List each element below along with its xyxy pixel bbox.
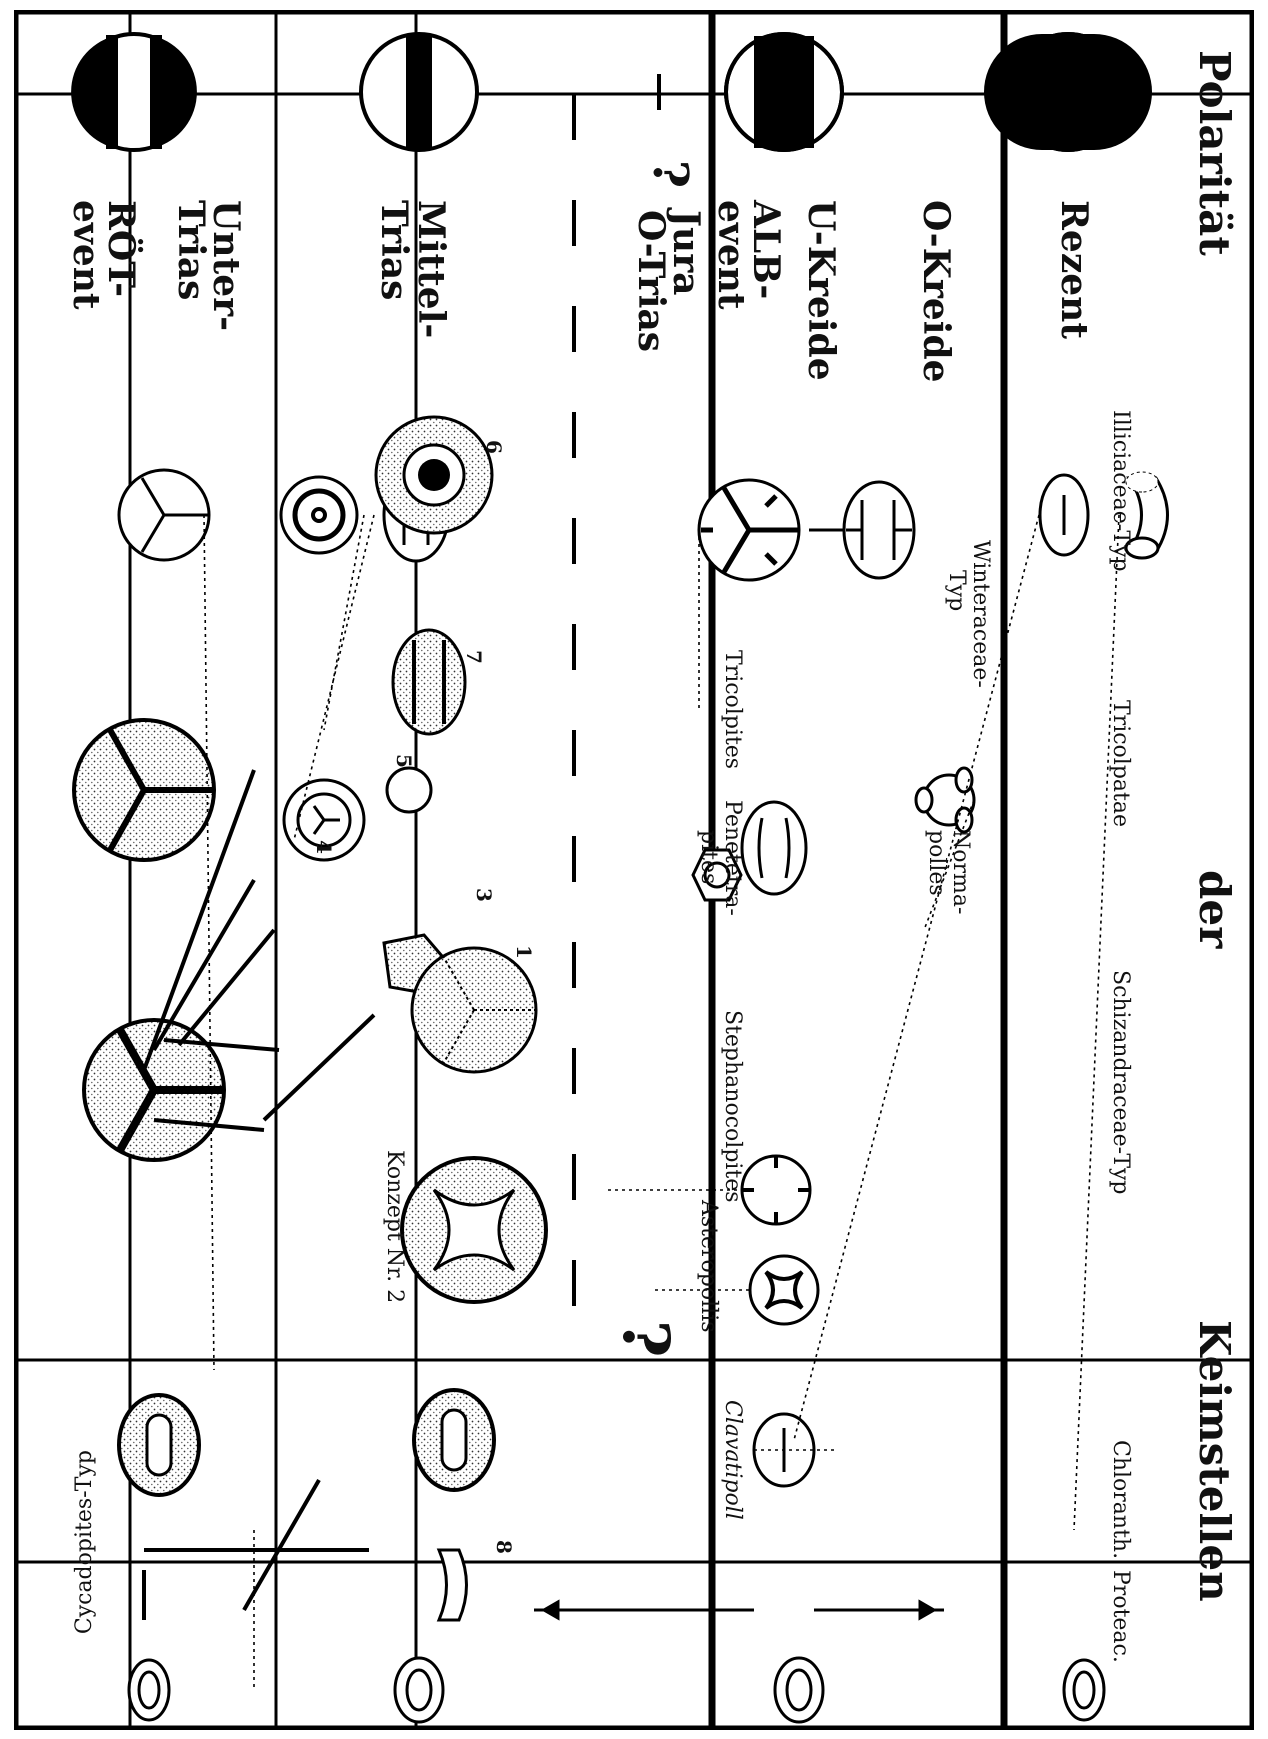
- pollen-mittel-1: [412, 948, 536, 1072]
- period-jura: Jura: [668, 210, 704, 296]
- polarity-circle-ukreide: [659, 34, 842, 150]
- period-unter-2: Trias: [173, 200, 209, 300]
- label-cycadopites: Cycadopites-Typ: [73, 1450, 96, 1634]
- pollen-normapolles: [916, 768, 974, 832]
- label-schizandraceae: Schizandraceae-Typ: [1109, 970, 1132, 1195]
- label-konzept-2: Konzept Nr. 2: [383, 1150, 406, 1303]
- pollen-cycadopites-row: [129, 1658, 1104, 1722]
- label-clavatipoll: Clavatipoll: [721, 1400, 744, 1520]
- period-rezent: Rezent: [1056, 200, 1092, 339]
- pollen-unter-1: [74, 720, 214, 860]
- label-penetetrapites-1: Penetetra-: [721, 800, 744, 916]
- pollen-chloranth: [1040, 475, 1088, 555]
- title-keimstellen: Keimstellen: [1192, 1320, 1236, 1602]
- number-7: 7: [463, 650, 484, 664]
- pollen-mittel-8: [439, 1550, 467, 1620]
- title-der: der: [1192, 870, 1236, 948]
- number-6: 6: [483, 440, 504, 454]
- polarity-circle-mitteltrias: [361, 34, 477, 150]
- pollen-mittel-7: [393, 630, 465, 734]
- label-stephanocolpites: Stephanocolpites: [721, 1010, 744, 1203]
- number-8: 8: [493, 1540, 514, 1554]
- period-okreide: O-Kreide: [918, 200, 954, 383]
- pollen-mittel-clavati: [414, 1390, 494, 1490]
- period-otrias: O-Trias: [633, 210, 669, 352]
- pollen-schizandraceae-2: [844, 482, 914, 578]
- period-question: ?: [646, 160, 694, 188]
- pollen-mittel-6: [376, 417, 492, 533]
- pollen-asteropollis: [750, 1256, 818, 1324]
- pollen-illiciaceae: [119, 470, 209, 560]
- label-proteac: Proteac.: [1109, 1570, 1132, 1663]
- label-normapolles-2: polles: [925, 830, 948, 896]
- number-5: 5: [393, 754, 414, 768]
- pollen-tricolpites: [742, 802, 806, 894]
- cycadopites-arrows: [534, 1602, 944, 1618]
- dotted-links: [204, 515, 1119, 1690]
- label-tricolpites: Tricolpites: [721, 650, 744, 769]
- period-ukreide: U-Kreide: [803, 200, 839, 381]
- pollen-stephanocolpites: [742, 1156, 810, 1224]
- period-mittel-2: Trias: [376, 200, 412, 300]
- label-winteraceae-2: Typ: [945, 570, 968, 611]
- polarity-circle-untertrias: [71, 34, 197, 150]
- title-polaritaet: Polarität: [1192, 50, 1236, 256]
- rotated-content: Polarität der Keimstellen Rezent O-Kreid…: [14, 10, 1254, 1730]
- number-4: 4: [313, 840, 334, 854]
- pollen-schizandraceae: [699, 480, 799, 580]
- period-alb-1: ALB-: [748, 200, 784, 299]
- period-unter-1: Unter-: [208, 200, 244, 331]
- period-alb-2: event: [713, 200, 749, 310]
- label-normapolles-1: Norma-: [949, 830, 972, 914]
- big-question-mark: ?: [612, 1320, 679, 1358]
- label-asteropollis: Asteropollis: [697, 1200, 720, 1333]
- label-winteraceae-1: Winteraceae-: [969, 540, 992, 688]
- label-chloranth: Chloranth.: [1109, 1440, 1132, 1559]
- pollen-winteraceae: [281, 477, 357, 553]
- evolution-lines: [144, 770, 374, 1620]
- label-tricolpatae: Tricolpatae: [1109, 700, 1132, 827]
- label-penetetrapites-2: pites: [697, 830, 720, 884]
- pollen-polarity-figure: Polarität der Keimstellen Rezent O-Kreid…: [14, 10, 1254, 1730]
- pollen-konzept-2: [402, 1158, 546, 1302]
- period-roet-2: event: [68, 200, 104, 310]
- pollen-unter-3: [119, 1395, 199, 1495]
- polarity-circle-rezent: [984, 34, 1152, 150]
- label-illiciaceae: Illiciaceae-Typ: [1109, 410, 1132, 572]
- number-1: 1: [513, 945, 534, 959]
- pollen-mittel-5: [387, 768, 431, 812]
- period-mittel-1: Mittel-: [413, 200, 449, 338]
- period-roet-1: RÖT-: [103, 200, 139, 297]
- number-3: 3: [473, 888, 494, 902]
